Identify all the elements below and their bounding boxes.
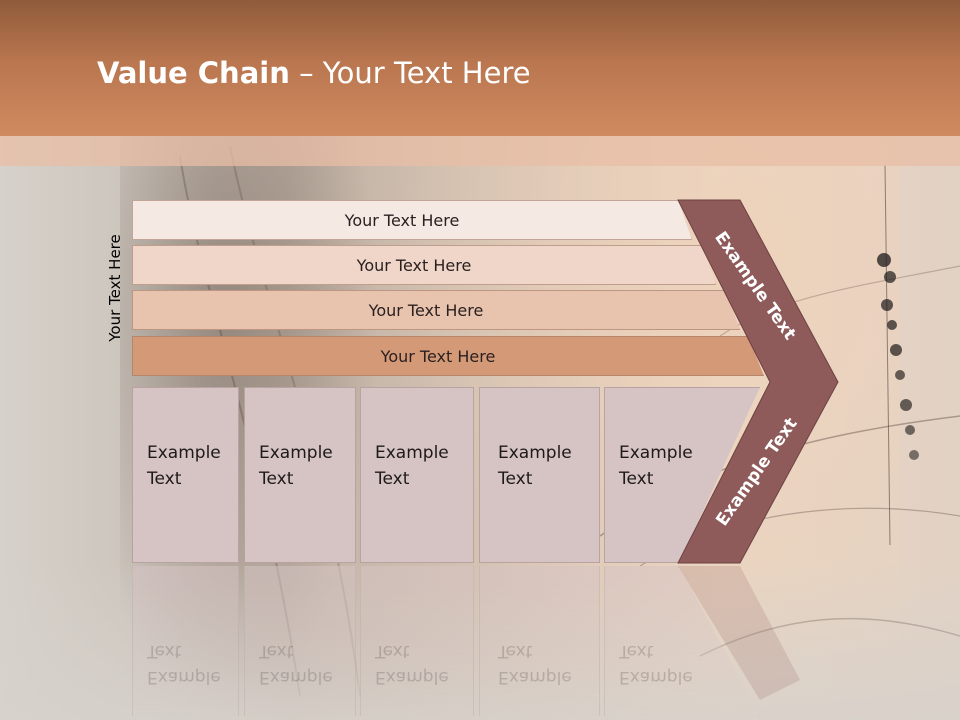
primary-box-2-line1: Example	[259, 443, 333, 463]
support-bar-4-label: Your Text Here	[380, 346, 496, 366]
primary-box-4-line1: Example	[498, 443, 572, 463]
support-bar-4[interactable]: Your Text Here	[132, 336, 764, 376]
primary-box-2[interactable]: Example Text	[244, 387, 356, 563]
primary-box-1-line1: Example	[147, 443, 221, 463]
support-bar-2[interactable]: Your Text Here	[132, 245, 716, 285]
primary-box-4-line2: Text	[498, 469, 533, 489]
primary-box-3-line1: Example	[375, 443, 449, 463]
support-bar-3-label: Your Text Here	[368, 300, 484, 320]
background-earring	[877, 165, 919, 546]
primary-box-3-line2: Text	[375, 469, 410, 489]
slide-title-bold: Value Chain	[97, 56, 290, 90]
primary-box-5-line1: Example	[619, 443, 693, 463]
chevron-shape	[677, 199, 839, 564]
primary-box-3[interactable]: Example Text	[360, 387, 474, 563]
chevron-reflection	[678, 566, 800, 700]
support-bar-1[interactable]: Your Text Here	[132, 200, 692, 240]
slide-title-rest: – Your Text Here	[289, 56, 531, 90]
primary-box-2-line2: Text	[259, 469, 294, 489]
primary-box-4[interactable]: Example Text	[479, 387, 600, 563]
title-banner-strip	[0, 136, 960, 166]
title-banner	[0, 0, 960, 136]
slide-title[interactable]: Value Chain – Your Text Here	[97, 56, 531, 90]
support-bar-3[interactable]: Your Text Here	[132, 290, 740, 330]
primary-box-5-line2: Text	[619, 469, 654, 489]
support-bar-1-label: Your Text Here	[344, 210, 460, 230]
primary-box-1[interactable]: Example Text	[132, 387, 239, 563]
support-bar-2-label: Your Text Here	[356, 255, 472, 275]
primary-box-1-line2: Text	[147, 469, 182, 489]
